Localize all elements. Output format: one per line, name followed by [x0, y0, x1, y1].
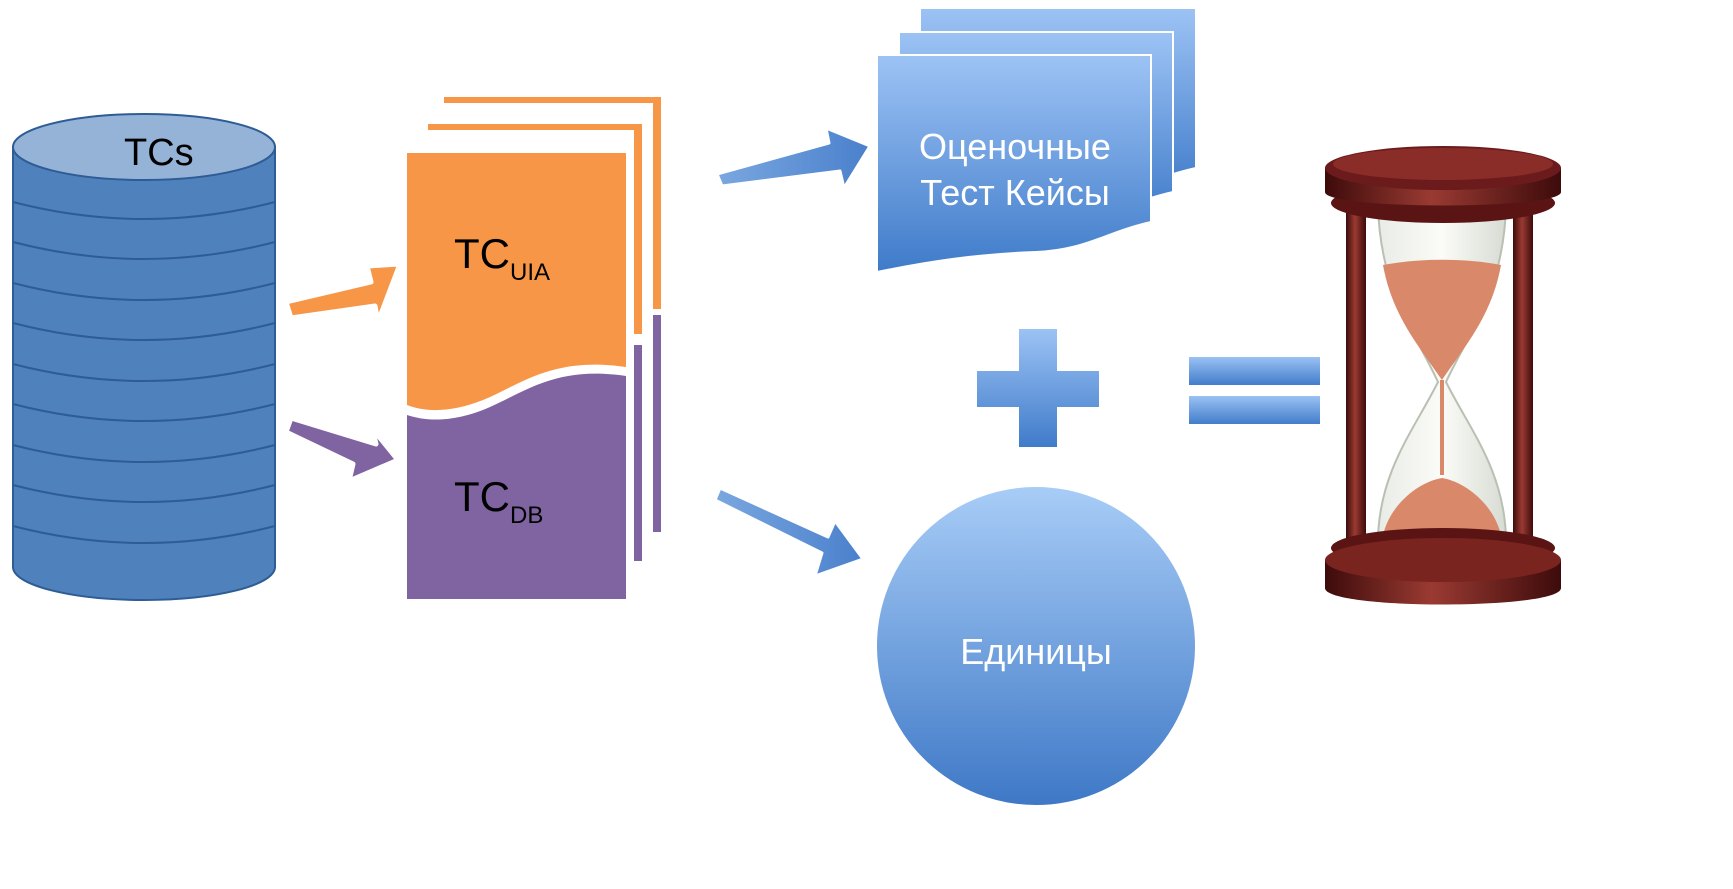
hourglass-icon	[1325, 146, 1561, 605]
database-top	[12, 113, 276, 181]
arrow-to-units	[713, 486, 865, 578]
uia-label: TCUIA	[454, 230, 550, 285]
eval-cases-stack	[876, 7, 1197, 274]
db-section	[407, 373, 626, 599]
units-label: Единицы	[960, 631, 1112, 672]
eval-cases-line2: Тест Кейсы	[920, 172, 1110, 213]
db-label: TCDB	[454, 473, 543, 528]
db-label-main: TC	[454, 473, 510, 520]
eval-cases-line1: Оценочные	[919, 126, 1111, 167]
uia-label-main: TC	[454, 230, 510, 277]
database-cylinder	[12, 113, 276, 601]
database-label: TCs	[124, 132, 194, 174]
eval-cases-front-sheet	[876, 54, 1152, 274]
plus-sign	[975, 327, 1101, 449]
arrow-to-db	[283, 415, 401, 484]
units-circle	[875, 485, 1197, 807]
equals-sign	[1187, 355, 1322, 426]
split-document-stack	[407, 97, 662, 599]
arrow-to-uia	[283, 261, 403, 325]
uia-section	[407, 153, 626, 411]
db-label-sub: DB	[510, 502, 544, 529]
arrow-to-eval-cases	[715, 126, 872, 190]
uia-label-sub: UIA	[510, 259, 551, 286]
database-rings	[12, 201, 276, 544]
eval-cases-label: Оценочные Тест Кейсы	[885, 124, 1145, 216]
